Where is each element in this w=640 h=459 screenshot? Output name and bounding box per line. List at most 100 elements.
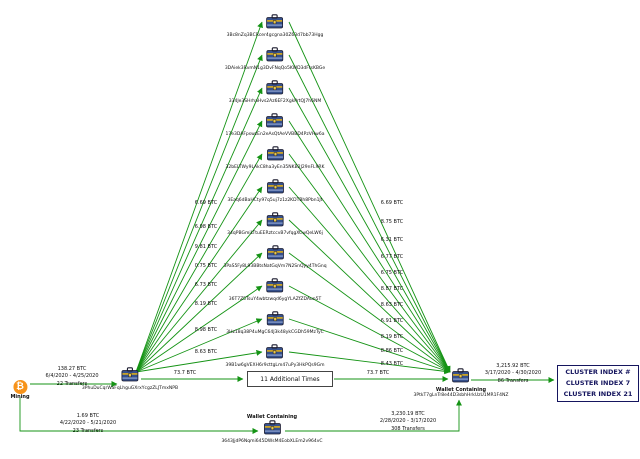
edge-amount-right: 8.19 BTC — [380, 334, 404, 340]
edge-dates: 3/17/2020 - 4/30/2020 — [484, 370, 542, 377]
edge-dates: 2/28/2020 - 3/17/2020 — [379, 418, 437, 425]
edge-source-to-wallet — [135, 21, 263, 373]
wallet-icon — [266, 179, 284, 194]
edge-amount-right: 8.75 BTC — [380, 219, 404, 225]
edge-wallet-to-destination — [288, 54, 451, 373]
edge-source-to-wallet — [135, 219, 263, 373]
wallet-address: 334Je3SHrhaHvs2Az6EF2XgkPrtQJ7h6NM — [228, 99, 322, 104]
wallet-address: 39B1w6gVEXH6r9cttgLm47uPy3HkPQs9Gm — [225, 363, 325, 368]
edge-wallet-to-destination — [288, 186, 451, 373]
edge-amount-right: 6.69 BTC — [380, 200, 404, 206]
pass-through-amount-left: 73.7 BTC — [173, 370, 197, 376]
intermediate-wallet-node[interactable]: 32bELTWy9LAkC8ha3yEn35NKB2J29nFL9RK — [225, 146, 325, 171]
edge-amount-left: 0.75 BTC — [194, 263, 218, 269]
wallet-icon — [266, 47, 284, 62]
source-wallet-node[interactable]: 3PhuDuCqrWaFqLhguGXrxYcgzZLJTmxNPB — [82, 367, 178, 392]
edge-wallet-to-destination — [288, 285, 451, 373]
edge-amount: 3,215.92 BTC — [496, 363, 530, 369]
edge-amount: 1.69 BTC — [76, 413, 100, 419]
edge-transfers: 23 Transfers — [72, 427, 104, 434]
edge-wallet-to-destination — [288, 318, 451, 374]
wallet-icon — [452, 368, 470, 383]
wallet-address: 17e3DAFpswzEn2eAsQtAeVVBBD4PzVHw6a — [225, 132, 325, 137]
mining-node[interactable]: ₿ Mining — [10, 374, 30, 400]
wallet-icon — [266, 14, 284, 29]
additional-times-box[interactable]: 11 Additional Times — [247, 371, 333, 387]
additional-times-label: 11 Additional Times — [260, 375, 320, 383]
intermediate-wallet-node[interactable]: 17e3DAFpswzEn2eAsQtAeVVBBD4PzVHw6a — [225, 113, 325, 138]
wallet-address: 3PtkT7gLnTr8e44D3sbhHrkUzU1MR1F4NZ — [413, 393, 509, 398]
cluster-index-line: CLUSTER INDEX 7 — [565, 378, 631, 387]
wallet-address: 36T7Z5TsuY4wbtzwqd6ygYLAZfZDAun5T — [228, 297, 322, 302]
edge-source-to-wallet — [135, 318, 263, 373]
edge-wallet-to-destination — [288, 87, 451, 373]
edge-amount-right: 6.31 BTC — [380, 237, 404, 243]
cluster-index-line: CLUSTER INDEX 21 — [563, 390, 633, 399]
edge-amount-left: 8.63 BTC — [194, 349, 218, 355]
edge-dates: 6/4/2020 - 4/25/2020 — [45, 373, 99, 380]
edge-amount-left: 8.98 BTC — [194, 327, 218, 333]
intermediate-wallet-node[interactable]: 34qPBGmiLTtuEERztccvB7vfqgXCwQeLW6j — [227, 212, 323, 237]
wallet-icon — [266, 80, 284, 95]
intermediate-wallet-node[interactable]: 334Je3SHrhaHvs2Az6EF2XgkPrtQJ7h6NM — [228, 80, 322, 105]
wallet-icon — [121, 367, 139, 382]
edge-bottom-wallet-to-destination — [285, 399, 462, 432]
edge-transfers: 308 Transfers — [391, 425, 425, 432]
edge-amount-right: 6.77 BTC — [380, 254, 404, 260]
cluster-index-line: CLUSTER INDEX # — [565, 367, 631, 376]
pass-through-amount-right: 73.7 BTC — [366, 370, 390, 376]
wallet-address: 3PaS5Fy8L93BBtsNatGqVm7N2SnQyy4ThGnq — [223, 264, 327, 269]
edge-label-destination-to-cluster: 3,215.92 BTC 3/17/2020 - 4/30/2020 86 Tr… — [485, 363, 541, 385]
cluster-index-box[interactable]: CLUSTER INDEX # CLUSTER INDEX 7 CLUSTER … — [557, 365, 639, 402]
edge-amount-right: 8.87 BTC — [380, 286, 404, 292]
wallet-icon — [266, 344, 284, 359]
destination-wallet-node[interactable]: Wallet Containing 3PtkT7gLnTr8e44D3sbhHr… — [413, 368, 509, 399]
wallet-icon — [266, 311, 284, 326]
edge-source-to-wallet — [135, 120, 263, 373]
intermediate-wallet-node[interactable]: 3Eaq6dBaHCty97q5uj7z1z2KDTBh8Pbn1Jt — [227, 179, 323, 204]
edge-wallet-to-destination — [288, 120, 451, 373]
edge-transfers: 22 Transfers — [56, 380, 88, 387]
wallet-address: 3PhuDuCqrWaFqLhguGXrxYcgzZLJTmxNPB — [81, 386, 179, 391]
wallet-icon — [266, 278, 284, 293]
edge-label-bottom-to-destination: 3,230.19 BTC 2/28/2020 - 3/17/2020 308 T… — [380, 411, 436, 433]
edge-amount-left: 6.98 BTC — [194, 224, 218, 230]
edge-wallet-to-destination — [288, 153, 451, 373]
intermediate-wallet-node[interactable]: 36T7Z5TsuY4wbtzwqd6ygYLAZfZDAun5T — [228, 278, 322, 303]
wallet-icon — [266, 113, 284, 128]
wallet-address: 3643JjdP6Nqmi645DWsM4EobXLEm2v964vC — [221, 439, 323, 444]
intermediate-wallet-node[interactable]: 3DAiek3RvmN1g3DvFNqQo5KWD3dFtsKBGe — [225, 47, 325, 72]
intermediate-wallet-node[interactable]: 3Bc8nZq3BCRcer4gcgna30Z63d7bb73Hgg — [227, 14, 323, 39]
edge-amount-left: 6.73 BTC — [194, 282, 218, 288]
edge-source-to-wallet — [135, 285, 263, 373]
intermediate-wallet-node[interactable]: 3PaS5Fy8L93BBtsNatGqVm7N2SnQyy4ThGnq — [223, 245, 327, 270]
edge-wallet-to-destination — [288, 252, 451, 373]
wallet-title: Wallet Containing — [435, 387, 487, 393]
edge-source-to-wallet — [135, 54, 263, 373]
wallet-address: 3Hz18q38P4uMgC64J3k48ykCGDh59MzTyC — [226, 330, 324, 335]
intermediate-wallet-node[interactable]: 3Hz18q38P4uMgC64J3k48ykCGDh59MzTyC — [226, 311, 324, 336]
wallet-icon — [266, 146, 284, 161]
intermediate-wallet-node[interactable]: 39B1w6gVEXH6r9cttgLm47uPy3HkPQs9Gm — [225, 344, 325, 369]
edge-source-to-wallet — [135, 349, 263, 373]
edge-label-mining-to-bottom: 1.69 BTC 4/22/2020 - 5/21/2020 23 Transf… — [60, 413, 116, 435]
edge-source-to-wallet — [135, 252, 263, 373]
edge-wallet-to-destination — [288, 351, 451, 375]
bottom-wallet-node[interactable]: Wallet Containing 3643JjdP6Nqmi645DWsM4E… — [221, 414, 322, 445]
edge-source-to-wallet — [135, 87, 263, 373]
edge-dates: 4/22/2020 - 5/21/2020 — [59, 420, 117, 427]
edge-amount-left: 6.69 BTC — [194, 200, 218, 206]
wallet-icon — [263, 420, 281, 435]
edge-amount: 138.27 BTC — [57, 366, 87, 372]
edge-amount-right: 6.75 BTC — [380, 270, 404, 276]
wallet-icon — [266, 245, 284, 260]
edge-amount-left: 8.19 BTC — [194, 301, 218, 307]
wallet-address: 34qPBGmiLTtuEERztccvB7vfqgXCwQeLW6j — [227, 231, 323, 236]
wallet-icon — [266, 212, 284, 227]
edge-source-to-wallet — [135, 153, 263, 373]
edge-amount: 3,230.19 BTC — [391, 411, 425, 417]
wallet-address: 3DAiek3RvmN1g3DvFNqQo5KWD3dFtsKBGe — [224, 66, 326, 71]
edge-amount-right: 8.63 BTC — [380, 302, 404, 308]
